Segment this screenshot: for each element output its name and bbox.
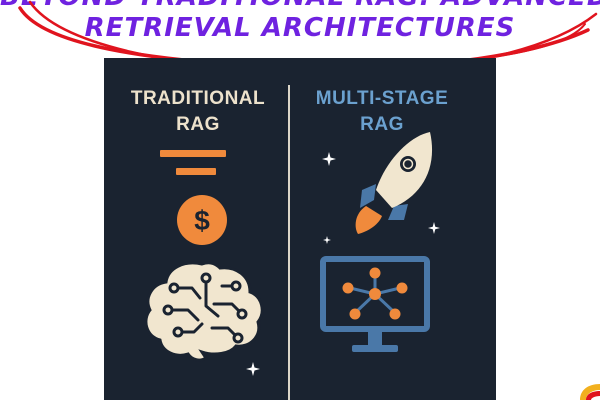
corner-logo-icon [580,384,600,400]
sparkle-icon [246,362,260,376]
traditional-rag-title: TRADITIONAL RAG [108,86,288,138]
traditional-rag-title-line2: RAG [176,114,220,135]
multi-stage-rag-title: MULTI-STAGE RAG [292,86,472,138]
traditional-rag-title-line1: TRADITIONAL [130,88,266,109]
title-line-1: BEYOND TRADITIONAL RAG: ADVANCED KNOWLED… [0,0,600,12]
title-line-2: RETRIEVAL ARCHITECTURES [84,13,516,43]
multi-stage-rag-title-line2: RAG [360,114,404,135]
column-divider [288,85,290,400]
brain-circuit-icon [144,261,264,362]
multi-stage-rag-title-line1: MULTI-STAGE [315,88,449,109]
rocket-icon [355,132,433,234]
sparkle-icon [323,236,331,244]
bars-icon [160,150,226,175]
dollar-coin-icon: $ [177,195,227,245]
monitor-network-icon [320,256,430,352]
sparkle-icon [428,222,440,234]
svg-text:$: $ [194,205,210,236]
sparkle-icon [322,152,336,166]
